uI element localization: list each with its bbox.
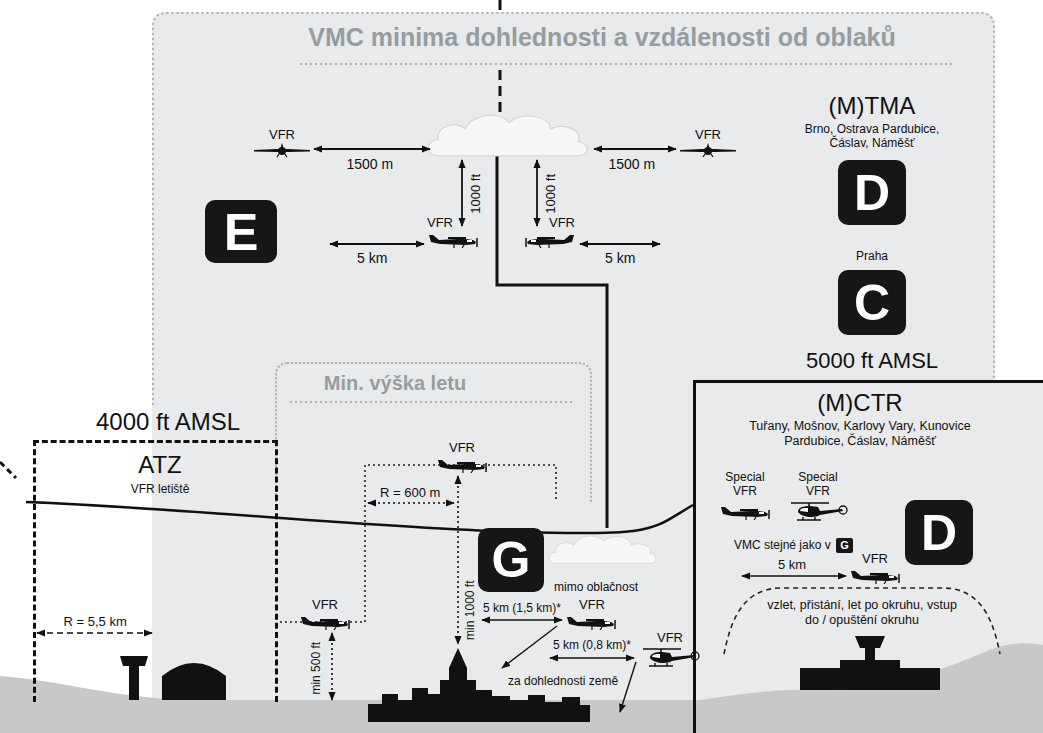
ctr-ground-fill [696, 383, 697, 384]
leader-arrow [620, 662, 636, 712]
distance-arrow [330, 243, 424, 245]
airspace-class-badge: D [838, 160, 906, 225]
aircraft-side [429, 235, 477, 248]
helicopter [643, 649, 699, 666]
aircraft-label: VFR [579, 597, 605, 613]
aircraft-label: VFR [657, 630, 683, 646]
cloud [549, 536, 656, 563]
aircraft-side [721, 507, 769, 520]
aircraft-label: Special VFR [790, 470, 846, 499]
hangar [162, 663, 226, 700]
aircraft-label: VFR [549, 215, 575, 231]
distance-label: R = 5,5 km [64, 614, 127, 630]
distance-arrow [536, 160, 538, 226]
control-tower [855, 636, 885, 690]
atz-zone: ATZ VFR letiště [33, 440, 278, 702]
note: VMC stejné jako v [734, 538, 831, 552]
circuit-zone: vzlet, přistání, let po okruhu, vstup do… [722, 585, 1002, 655]
ground [0, 643, 1043, 733]
title-underline [300, 63, 955, 65]
distance-label: 5 km [605, 250, 635, 267]
aircraft-side [851, 571, 899, 584]
distance-label: 5 km [778, 557, 806, 573]
height-dimension [331, 633, 333, 700]
distance-arrow [580, 243, 660, 245]
min-height-outline [280, 465, 556, 622]
distance-label: 1000 ft [468, 174, 484, 214]
class-letter: D [921, 508, 957, 558]
distance-label: 1500 m [609, 156, 656, 173]
circuit-outline [724, 588, 1000, 654]
distance-label: 1000 ft [543, 174, 559, 214]
altitude-label: 5000 ft AMSL [806, 348, 938, 374]
aircraft-side [526, 235, 574, 248]
min-height-underline [290, 401, 575, 403]
note: mimo oblačnost [554, 580, 638, 594]
aircraft-front [254, 143, 310, 157]
aircraft-label: Special VFR [717, 470, 773, 499]
class-letter: D [854, 168, 890, 218]
distance-arrow [594, 148, 676, 150]
distance-label: R = 600 m [380, 485, 440, 501]
control-tower [120, 656, 148, 700]
zone-heading: (M)CTR [817, 389, 902, 418]
airspace-list: Praha [856, 249, 888, 263]
zone-note: VFR letiště [131, 482, 190, 496]
leader-arrow [502, 626, 557, 668]
zone-heading: ATZ [138, 451, 182, 480]
distance-label: 5 km [357, 250, 387, 267]
distance-arrow [482, 619, 562, 621]
aircraft-side [301, 617, 349, 630]
class-g-upper-boundary [26, 502, 693, 533]
airspace-class-badge: E [205, 200, 277, 263]
cloud [428, 115, 587, 156]
class-letter: G [840, 540, 849, 551]
aircraft-front [680, 143, 736, 157]
distance-arrow [461, 160, 463, 226]
distance-label: 1500 m [347, 156, 394, 173]
boundary-dashed [499, 0, 502, 12]
airspace-class-badge: D [905, 500, 973, 565]
helicopter [791, 503, 847, 520]
aircraft-label: VFR [862, 551, 888, 567]
aircraft-side [567, 617, 615, 630]
distance-arrow [314, 148, 430, 150]
airspace-class-icon: G [836, 538, 853, 553]
airspace-class-badge: C [838, 270, 906, 335]
distance-label: 5 km (1,5 km)* [483, 601, 561, 615]
distance-arrow [550, 657, 634, 659]
zone-heading: Min. výška letu [324, 371, 466, 395]
aircraft-label: VFR [427, 215, 453, 231]
class-letter: G [492, 535, 531, 585]
radius-dimension [368, 502, 454, 504]
aircraft-label: VFR [449, 440, 475, 456]
airspace-class-badge: G [478, 528, 544, 592]
zone-heading: vzlet, přistání, let po okruhu, vstup do… [762, 598, 962, 628]
class-letter: C [854, 278, 890, 328]
aircraft-label: VFR [269, 127, 295, 143]
height-label: min 500 ft [309, 642, 323, 695]
altitude-label: 4000 ft AMSL [96, 408, 240, 437]
airspace-ground-fill [152, 12, 1043, 733]
zone-note: Tuřany, Mošnov, Karlovy Vary, Kunovice P… [729, 419, 991, 449]
class-letter: E [224, 206, 259, 258]
height-label: min 1000 ft [463, 581, 477, 640]
zone-heading: VMC minima dohlednosti a vzdálenosti od … [308, 22, 896, 52]
panel-outline [153, 13, 994, 405]
boundary-dashed [0, 462, 16, 478]
min-height-panel: Min. výška letu [275, 362, 592, 502]
distance-arrow [742, 575, 846, 577]
aircraft-label: VFR [312, 597, 338, 613]
boundary-dashed [499, 70, 502, 114]
aircraft-label: VFR [695, 127, 721, 143]
airspace-name: (M)TMA [829, 92, 916, 121]
note: za dohlednosti země [508, 674, 618, 688]
airspace-list: Brno, Ostrava Pardubice, Čáslav, Náměšť [790, 122, 954, 151]
height-dimension [457, 476, 459, 644]
distance-label: 5 km (0,8 km)* [553, 638, 631, 652]
aircraft-side [438, 460, 486, 473]
radius-dimension [37, 632, 152, 634]
